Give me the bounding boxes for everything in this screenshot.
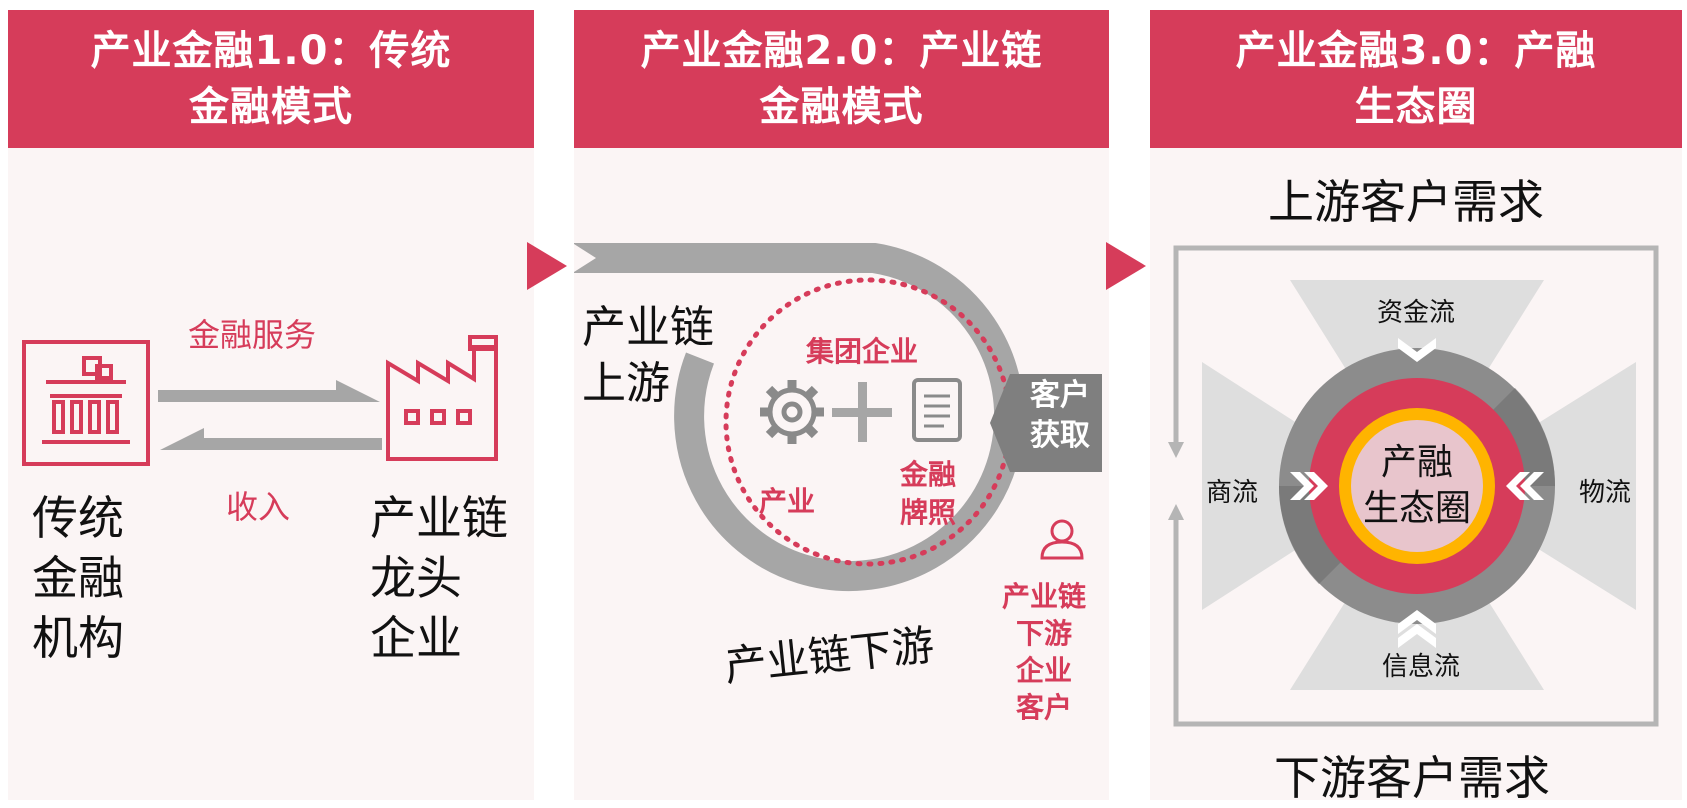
upstream-label: 产业链上游 [582, 302, 714, 409]
info-flow-label: 信息流 [1382, 652, 1461, 682]
exchange-arrows [158, 380, 382, 450]
step-arrow-icon [527, 242, 567, 290]
customer-acquisition-tag: 客户获取 [1030, 378, 1090, 453]
panel-header: 产业金融2.0：产业链 金融模式 [574, 10, 1109, 148]
panel-title-line1: 产业金融3.0：产融 [1235, 28, 1597, 74]
panel-header: 产业金融3.0：产融 生态圈 [1150, 10, 1682, 148]
commerce-flow-label: 商流 [1206, 478, 1259, 508]
logistics-flow-label: 物流 [1579, 478, 1632, 508]
panel-title-line2: 金融模式 [189, 84, 353, 130]
upstream-demand-label: 上游客户需求 [1268, 175, 1544, 229]
bank-icon [22, 340, 150, 466]
ecosystem-diagram [1168, 245, 1659, 727]
panel-traditional: 产业金融1.0：传统 金融模式 金融服务 收入 传统金融机构 产业链龙头企业 [8, 10, 534, 800]
capital-flow-label: 资金流 [1377, 298, 1456, 328]
panel-supply-chain: 产业金融2.0：产业链 金融模式 [574, 10, 1109, 800]
panel-header: 产业金融1.0：传统 金融模式 [8, 10, 534, 148]
license-label: 金融牌照 [900, 458, 957, 529]
downstream-demand-label: 下游客户需求 [1274, 751, 1550, 805]
panel-title-line2: 金融模式 [759, 84, 924, 130]
panel-title-line1: 产业金融1.0：传统 [90, 28, 452, 74]
step-arrow-icon [1106, 242, 1146, 290]
financial-service-label: 金融服务 [188, 316, 317, 354]
industry-leader-label: 产业链龙头企业 [370, 491, 508, 665]
group-enterprise-label: 集团企业 [806, 335, 919, 368]
ecosystem-center-label: 产融生态圈 [1362, 442, 1471, 529]
traditional-institution-label: 传统金融机构 [32, 491, 124, 665]
panel-title-line2: 生态圈 [1354, 84, 1478, 130]
industry-label: 产业 [759, 485, 816, 518]
panel-ecosystem: 产业金融3.0：产融 生态圈 上游客户需求 下游客户需求 [1150, 10, 1682, 805]
chain-cycle-diagram [574, 243, 1102, 591]
panel-title-line1: 产业金融2.0：产业链 [640, 28, 1043, 74]
income-label: 收入 [226, 488, 291, 526]
downstream-customer-label: 产业链下游企业客户 [1002, 580, 1087, 724]
factory-icon [386, 335, 498, 461]
